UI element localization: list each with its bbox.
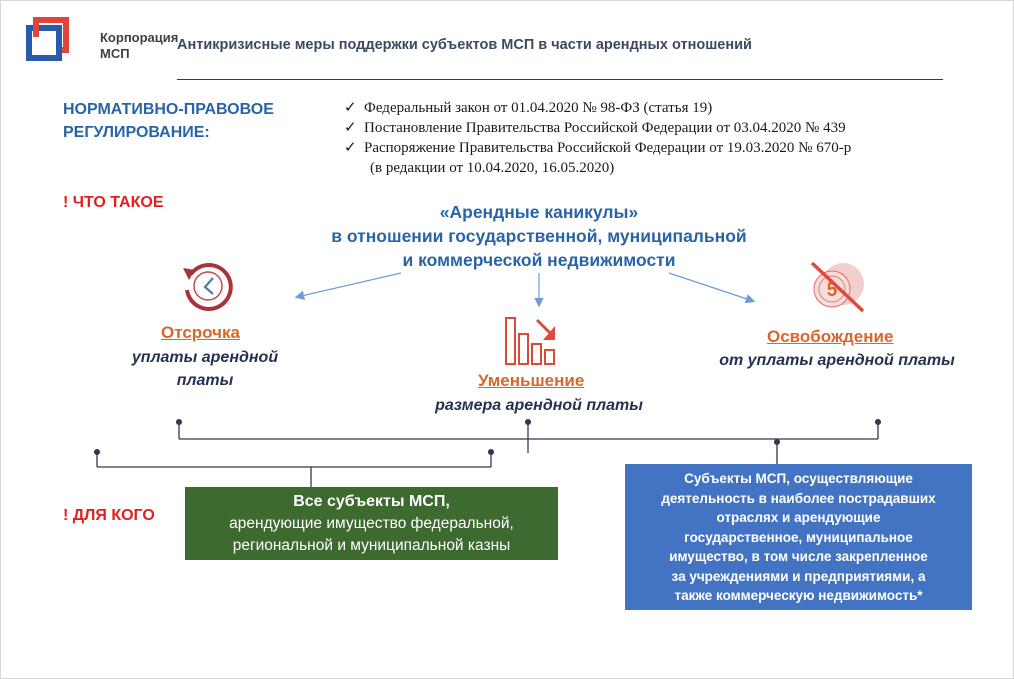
deferral-title: Отсрочка (161, 323, 240, 342)
reduction-title: Уменьшение (478, 371, 585, 390)
exemption-title: Освобождение (767, 327, 894, 346)
rent-holidays-title: «Арендные каникулы» в отношении государс… (241, 200, 837, 272)
what-label: ! ЧТО ТАКОЕ (63, 194, 164, 211)
logo-text-line2: МСП (100, 46, 130, 61)
all-msp-box: Все субъекты МСП, арендующие имущество ф… (185, 487, 558, 560)
rent-holidays-title-line2: в отношении государственной, муниципальн… (331, 226, 747, 246)
laws-list: ✓Федеральный закон от 01.04.2020 № 98-ФЗ… (344, 98, 851, 178)
coin-digit: 5 (827, 280, 838, 301)
law-item-continuation: (в редакции от 10.04.2020, 16.05.2020) (370, 160, 615, 176)
whom-label: ! ДЛЯ КОГО (63, 507, 155, 524)
regulation-heading-line2: РЕГУЛИРОВАНИЕ: (63, 124, 210, 141)
rent-holidays-title-line3: и коммерческой недвижимости (402, 250, 676, 270)
checkmark-icon: ✓ (344, 140, 357, 156)
exemption-subtitle: от уплаты арендной платы (719, 352, 955, 369)
regulation-heading: НОРМАТИВНО-ПРАВОВОЕ РЕГУЛИРОВАНИЕ: (63, 98, 274, 144)
bottom-bracket (93, 438, 781, 487)
logo-mark-icon (26, 17, 69, 61)
page-title: Антикризисные меры поддержки субъектов М… (177, 37, 752, 53)
arrow-to-deferral (294, 272, 402, 301)
checkmark-icon: ✓ (344, 100, 357, 116)
checkmark-icon: ✓ (344, 120, 357, 136)
rent-holidays-title-line1: «Арендные каникулы» (439, 202, 639, 222)
logo: Корпорация МСП (23, 15, 178, 63)
header-divider (177, 79, 943, 80)
regulation-heading-line1: НОРМАТИВНО-ПРАВОВОЕ (63, 101, 274, 118)
law-item: ✓Распоряжение Правительства Российской Ф… (344, 140, 852, 156)
reduction-subtitle: размера арендной платы (435, 397, 643, 414)
law-item: ✓Федеральный закон от 01.04.2020 № 98-ФЗ… (344, 100, 713, 116)
no-coins-icon: 5 (810, 261, 865, 313)
deferral-subtitle: уплаты арендной платы (131, 349, 279, 389)
arrow-to-exemption (668, 272, 756, 304)
clock-back-icon (183, 263, 233, 311)
law-item: ✓Постановление Правительства Российской … (344, 120, 846, 136)
logo-text-line1: Корпорация (100, 30, 179, 45)
bar-chart-down-icon (505, 317, 555, 365)
affected-msp-box: Субъекты МСП, осуществляющие деятельност… (625, 464, 972, 610)
top-bracket (175, 418, 882, 440)
